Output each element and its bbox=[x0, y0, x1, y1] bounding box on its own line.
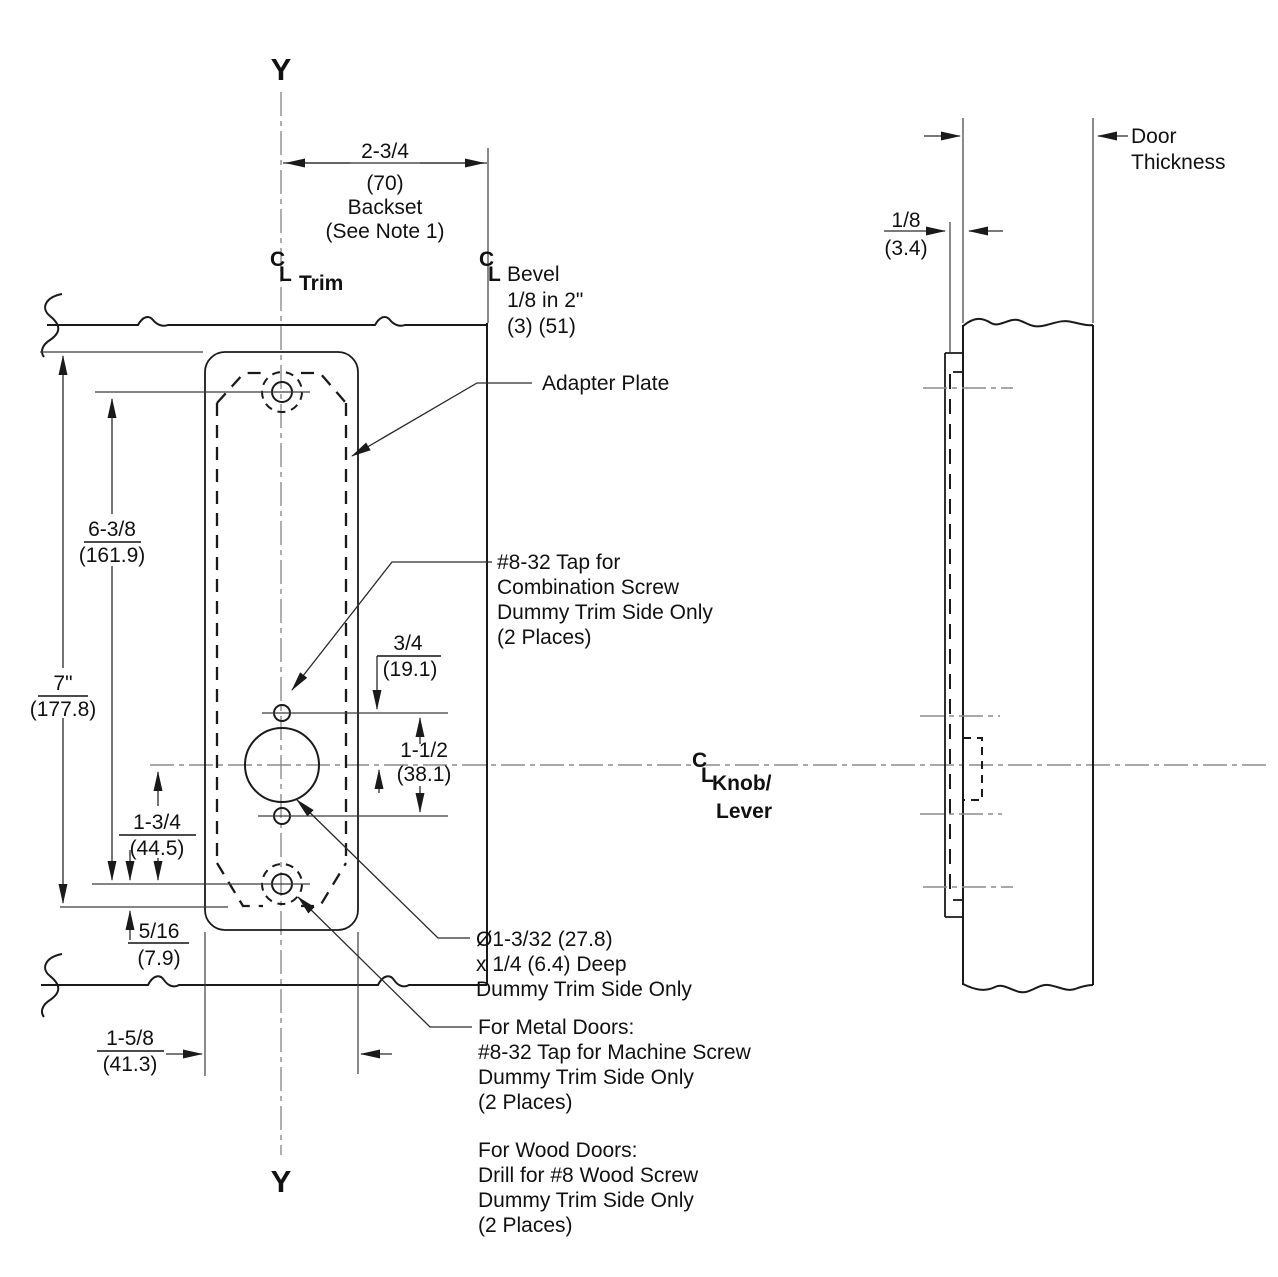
knob-cl-l: L bbox=[701, 764, 714, 787]
tap-combination-callout: #8-32 Tap for Combination Screw Dummy Tr… bbox=[291, 551, 713, 691]
dim-1-8-metric: (3.4) bbox=[884, 237, 927, 260]
axis-label-y-top: Y bbox=[271, 52, 292, 87]
tap-combination-line4: (2 Places) bbox=[497, 626, 592, 649]
door-top-break bbox=[962, 317, 1094, 328]
front-view: Y Y 2-3/4 (70) Backset (See Note 1) C L … bbox=[30, 52, 1268, 1237]
dim-1-5-8-value: 1-5/8 bbox=[106, 1027, 154, 1050]
metal-doors-line3: Dummy Trim Side Only bbox=[478, 1066, 694, 1089]
bevel-cl-l: L bbox=[488, 263, 501, 286]
dim-6-3-8-value: 6-3/8 bbox=[88, 518, 136, 541]
adapter-plate-callout: Adapter Plate bbox=[351, 372, 669, 457]
tap-combination-line1: #8-32 Tap for bbox=[497, 551, 620, 574]
backset-value: 2-3/4 bbox=[361, 140, 409, 163]
dimension-5-16: 5/16 (7.9) bbox=[125, 850, 189, 970]
door-bottom-edge bbox=[41, 975, 487, 988]
dim-7in-metric: (177.8) bbox=[30, 698, 97, 721]
metal-doors-line1: For Metal Doors: bbox=[478, 1016, 634, 1039]
metal-doors-line4: (2 Places) bbox=[478, 1091, 573, 1114]
backset-label: Backset bbox=[348, 196, 423, 219]
door-bottom-break bbox=[962, 983, 1094, 994]
dim-1-8-value: 1/8 bbox=[891, 209, 920, 232]
tap-combination-line2: Combination Screw bbox=[497, 576, 680, 599]
door-thickness-line2: Thickness bbox=[1131, 151, 1226, 174]
adapter-plate-outline bbox=[204, 351, 359, 931]
trim-label: Trim bbox=[299, 272, 343, 295]
dim-1-1-2-value: 1-1/2 bbox=[400, 739, 448, 762]
trim-cl-l: L bbox=[279, 263, 292, 286]
break-curl-bottom-left bbox=[41, 953, 63, 1018]
knob-cl-c: C bbox=[692, 749, 707, 772]
dimension-1-8: 1/8 (3.4) bbox=[884, 209, 1003, 260]
knob-label-line2: Lever bbox=[716, 800, 772, 823]
bevel-note-line2: 1/8 in 2" bbox=[507, 289, 583, 312]
dim-3-4-metric: (19.1) bbox=[383, 658, 438, 681]
reference-lines bbox=[40, 351, 448, 1076]
hidden-recess-outline bbox=[963, 737, 983, 801]
dimension-1-5-8: 1-5/8 (41.3) bbox=[97, 1027, 392, 1076]
break-curl-top-left bbox=[41, 293, 63, 358]
adapter-plate-side-profile bbox=[944, 352, 963, 918]
recess-line3: Dummy Trim Side Only bbox=[476, 978, 692, 1001]
door-thickness-dimension: Door Thickness bbox=[924, 125, 1226, 174]
side-view: Door Thickness 1/8 (3.4) bbox=[884, 118, 1226, 994]
recess-line2: x 1/4 (6.4) Deep bbox=[476, 953, 627, 976]
dim-5-16-value: 5/16 bbox=[139, 920, 180, 943]
dimension-6-3-8: 6-3/8 (161.9) bbox=[79, 398, 146, 881]
wood-doors-line3: Dummy Trim Side Only bbox=[478, 1189, 694, 1212]
knob-centerline-symbol: C L Knob/ Lever bbox=[692, 749, 772, 823]
wood-doors-line4: (2 Places) bbox=[478, 1214, 573, 1237]
dim-5-16-metric: (7.9) bbox=[137, 947, 180, 970]
dimension-1-3-4: 1-3/4 (44.5) bbox=[119, 771, 196, 881]
backset-dimension: 2-3/4 (70) Backset (See Note 1) bbox=[283, 140, 487, 243]
dim-6-3-8-metric: (161.9) bbox=[79, 544, 146, 567]
dim-1-5-8-metric: (41.3) bbox=[103, 1053, 158, 1076]
dimension-1-1-2: 1-1/2 (38.1) bbox=[397, 717, 452, 813]
adapter-plate-label: Adapter Plate bbox=[542, 372, 669, 395]
dim-1-1-2-metric: (38.1) bbox=[397, 763, 452, 786]
dim-3-4-value: 3/4 bbox=[393, 632, 423, 655]
bevel-note-line1: Bevel bbox=[507, 263, 560, 286]
backset-metric: (70) bbox=[366, 172, 403, 195]
door-top-edge bbox=[47, 316, 487, 327]
side-hole-centerlines bbox=[920, 387, 1013, 888]
dim-1-3-4-metric: (44.5) bbox=[130, 837, 185, 860]
bevel-centerline-symbol: C L Bevel 1/8 in 2" (3) (51) bbox=[479, 248, 583, 338]
dim-7in-value: 7" bbox=[53, 672, 72, 695]
tap-combination-line3: Dummy Trim Side Only bbox=[497, 601, 713, 624]
wood-doors-line2: Drill for #8 Wood Screw bbox=[478, 1164, 699, 1187]
metal-doors-line2: #8-32 Tap for Machine Screw bbox=[478, 1041, 752, 1064]
wood-doors-line1: For Wood Doors: bbox=[478, 1139, 638, 1162]
bevel-note-line3: (3) (51) bbox=[507, 315, 576, 338]
axis-label-y-bottom: Y bbox=[271, 1164, 292, 1199]
door-thickness-line1: Door bbox=[1131, 125, 1177, 148]
dimension-3-4: 3/4 (19.1) bbox=[372, 632, 441, 793]
metal-doors-callout: For Metal Doors: #8-32 Tap for Machine S… bbox=[297, 896, 752, 1114]
backset-note: (See Note 1) bbox=[325, 220, 444, 243]
recess-line1: Ø1-3/32 (27.8) bbox=[476, 928, 613, 951]
knob-recess-hole bbox=[244, 727, 320, 803]
bevel-cl-c: C bbox=[479, 248, 494, 271]
dim-1-3-4-value: 1-3/4 bbox=[133, 811, 181, 834]
knob-label-line1: Knob/ bbox=[712, 772, 772, 795]
trim-centerline-symbol: C L Trim bbox=[270, 248, 343, 295]
wood-doors-note: For Wood Doors: Drill for #8 Wood Screw … bbox=[478, 1139, 699, 1237]
trim-cl-c: C bbox=[270, 248, 285, 271]
recess-callout: Ø1-3/32 (27.8) x 1/4 (6.4) Deep Dummy Tr… bbox=[296, 799, 692, 1001]
dimension-7in: 7" (177.8) bbox=[30, 355, 97, 904]
